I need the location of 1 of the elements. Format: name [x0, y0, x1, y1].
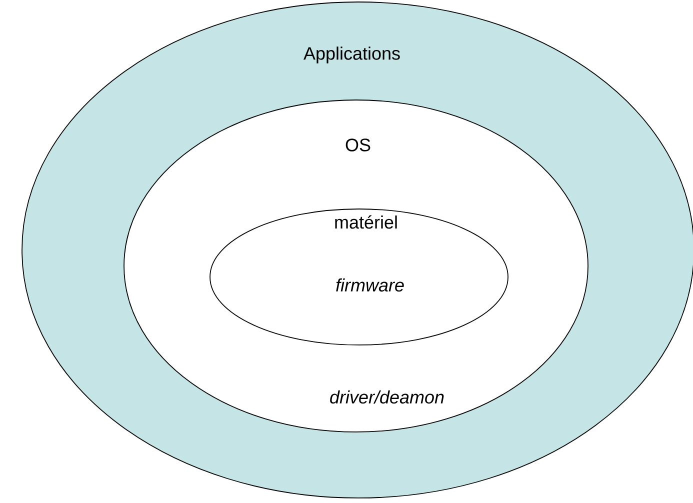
- ellipse-layer: matériel firmware: [210, 208, 508, 346]
